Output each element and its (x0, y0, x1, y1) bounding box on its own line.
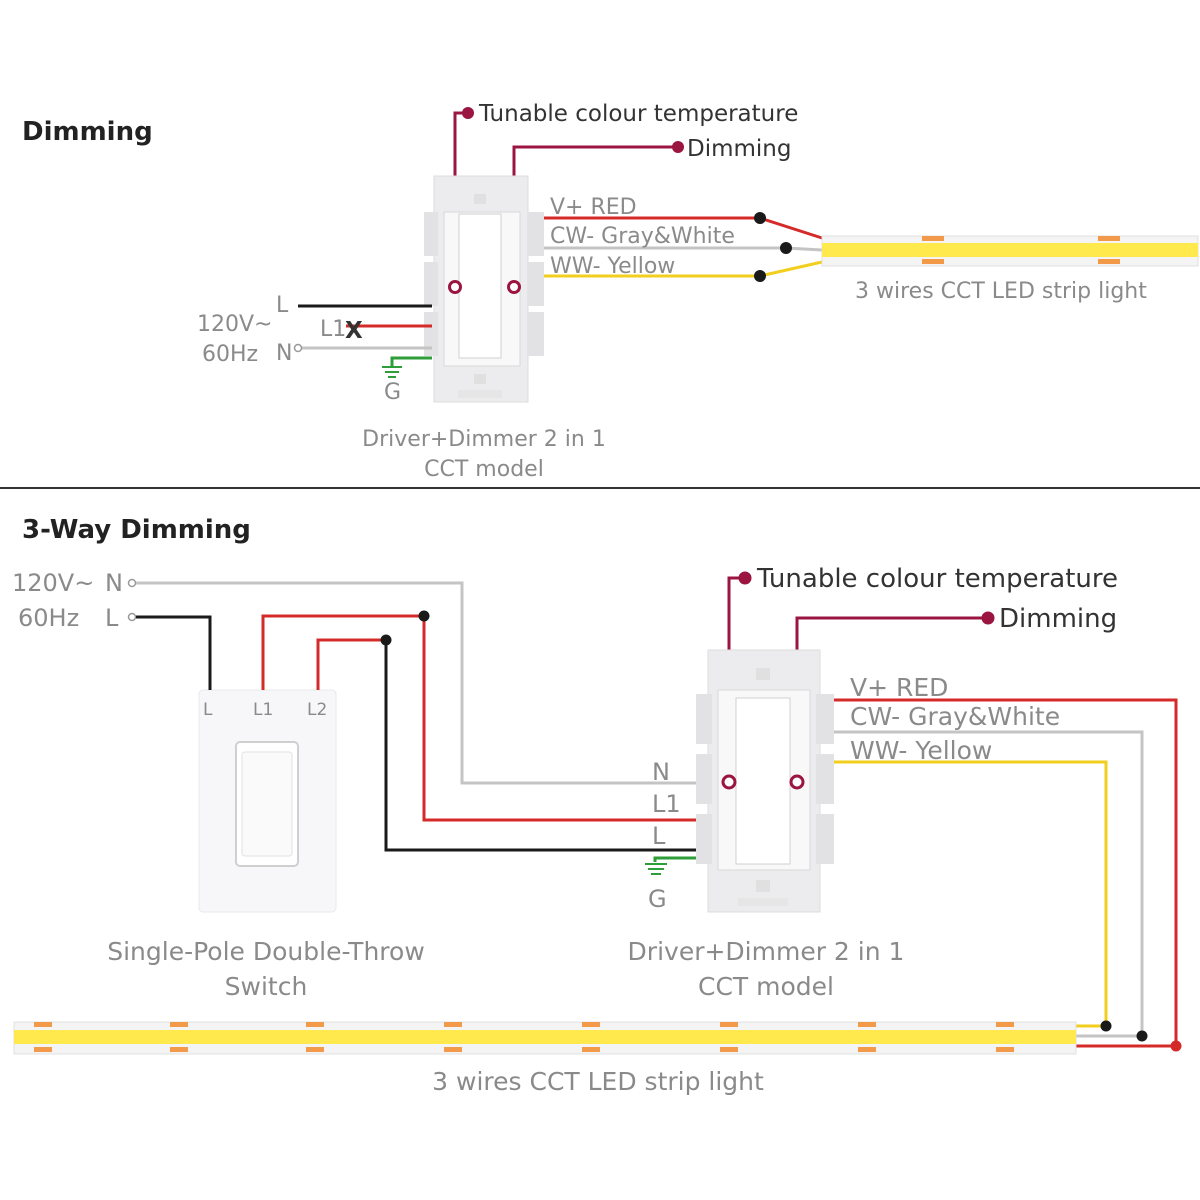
supply-freq-2: 60Hz (18, 604, 79, 632)
strip-label-2: 3 wires CCT LED strip light (432, 1067, 764, 1096)
yellow-junction-dot-2 (1100, 1020, 1112, 1032)
section1-supply-wires (298, 304, 432, 366)
switch-caption-2: Switch (225, 972, 308, 1001)
strip-label-1: 3 wires CCT LED strip light (855, 279, 1147, 304)
switch-terminal-l: L (203, 700, 213, 720)
led-strip-1 (821, 235, 1199, 267)
dimming-label: Dimming (687, 136, 791, 162)
switch-terminal-l2: L2 (307, 700, 327, 720)
switch-caption-1: Single-Pole Double-Throw (107, 937, 425, 966)
dimming-control-dot (672, 141, 684, 153)
dimming-control-dot-2 (981, 611, 995, 625)
dimming-label-2: Dimming (999, 604, 1117, 634)
dimmer-device-1 (424, 175, 544, 403)
l2-junction-dot (380, 634, 392, 646)
ground-label-2: G (648, 885, 667, 913)
spdt-switch (198, 689, 337, 913)
dimming-control-terminal (507, 280, 521, 294)
dimming-control-terminal-2 (789, 774, 805, 790)
section1-title: Dimming (22, 117, 153, 147)
gray-junction-dot-2 (1136, 1030, 1148, 1042)
tunable-label-2: Tunable colour temperature (756, 564, 1118, 594)
supply-voltage-2: 120V~ (12, 569, 94, 597)
dimmer-device-2 (696, 649, 834, 913)
supply-freq-1: 60Hz (202, 342, 258, 367)
supply-l-label-2: L (105, 604, 119, 632)
section2-title: 3-Way Dimming (22, 515, 251, 545)
dimmer-terminal-n: N (652, 758, 670, 786)
supply-n-label: N (276, 341, 292, 366)
v-plus-label: V+ RED (550, 195, 637, 220)
l1-cap-mark: X (345, 318, 363, 344)
section2-output-wires (834, 698, 1178, 1048)
ground-label-1: G (384, 380, 401, 405)
tunable-control-dot (462, 107, 474, 119)
ww-label-2: WW- Yellow (850, 736, 992, 765)
l-terminal-dot-2 (127, 612, 137, 622)
device-caption-1b: CCT model (424, 457, 544, 482)
red-junction-dot (754, 212, 766, 224)
supply-voltage-1: 120V~ (197, 312, 272, 337)
cw-label: CW- Gray&White (550, 224, 735, 249)
device-caption-2a: Driver+Dimmer 2 in 1 (628, 937, 905, 966)
tunable-control-terminal (448, 280, 462, 294)
yellow-junction-dot (754, 270, 766, 282)
v-plus-label-2: V+ RED (850, 673, 948, 702)
gray-junction-dot (780, 242, 792, 254)
tunable-label: Tunable colour temperature (478, 101, 798, 127)
tunable-control-terminal-2 (721, 774, 737, 790)
dimmer-terminal-l1: L1 (652, 790, 681, 818)
device-caption-2b: CCT model (698, 972, 834, 1001)
dimmer-terminal-l: L (652, 822, 666, 850)
section2-supply-wires (136, 581, 696, 862)
n-terminal-dot (293, 343, 303, 353)
l1-junction-dot (418, 610, 430, 622)
ground-icon (382, 366, 402, 378)
n-terminal-dot-2 (127, 578, 137, 588)
device-caption-1a: Driver+Dimmer 2 in 1 (362, 427, 606, 452)
supply-n-label-2: N (105, 569, 123, 597)
red-junction-dot-2 (1170, 1040, 1182, 1052)
switch-terminal-l1: L1 (253, 700, 273, 720)
led-strip-2 (13, 1021, 1077, 1055)
ww-label: WW- Yellow (550, 254, 675, 279)
tunable-control-dot-2 (738, 571, 752, 585)
cw-label-2: CW- Gray&White (850, 702, 1060, 731)
supply-l-label: L (276, 293, 289, 318)
supply-l1-label: L1 (320, 317, 346, 342)
ground-icon-2 (645, 863, 667, 875)
